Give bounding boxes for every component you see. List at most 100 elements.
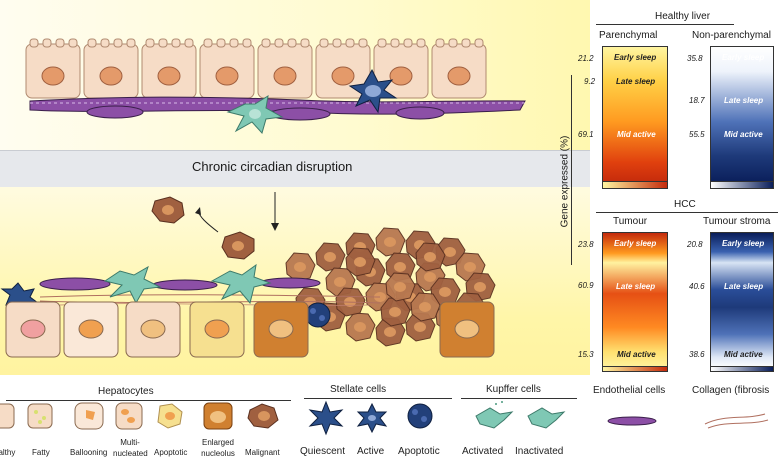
tumour-early-value: 23.8	[578, 240, 594, 249]
hepatocyte	[141, 38, 197, 99]
parenchymal-late-value: 9.2	[584, 77, 596, 86]
hepatocyte-hcc	[125, 301, 181, 358]
stroma-scale-bar	[710, 366, 774, 372]
hepatocyte	[199, 38, 255, 99]
legend-malignant-icon	[247, 403, 279, 429]
stellate-active-cells	[103, 263, 272, 305]
hepatocyte-row-hcc	[5, 301, 495, 358]
stroma-mid-label: Mid active	[724, 350, 763, 359]
stroma-early-label: Early sleep	[722, 239, 765, 248]
legend-kupffer-inactivated-icon	[527, 407, 566, 429]
nonparenchymal-late-value: 18.7	[689, 96, 705, 105]
parenchymal-late-label: Late sleep	[616, 77, 656, 86]
tumour-mid-value: 15.3	[578, 350, 594, 359]
stroma-title: Tumour stroma	[703, 216, 771, 227]
nonparenchymal-early-label: Early sleep	[722, 53, 765, 62]
hepatocyte-hcc	[63, 301, 119, 358]
disruption-arrow	[271, 192, 279, 231]
legend-enlarged-nucleolus-icon	[203, 402, 233, 430]
legend-endothelial-icon	[607, 416, 657, 426]
legend-stellate-quiescent-icon	[308, 400, 344, 436]
malignant-hepatocytes-migrating	[151, 196, 255, 260]
malignant-hepatocyte	[410, 292, 441, 322]
stroma-early-value: 20.8	[687, 240, 703, 249]
parenchymal-scale-bar	[602, 181, 668, 189]
hepatocyte	[257, 38, 313, 99]
hepatocyte	[83, 38, 139, 99]
legend-stellate-title: Stellate cells	[330, 384, 387, 395]
tumour-title: Tumour	[613, 216, 648, 227]
kupffer-cell	[348, 68, 398, 114]
legend-hepatocytes-title: Hepatocytes	[98, 386, 154, 397]
legend-fatty-label: Fatty	[32, 448, 50, 457]
tumour-heatmap	[602, 232, 668, 369]
endothelial-layer-hcc	[39, 277, 321, 291]
malignant-hepatocyte	[345, 247, 376, 277]
hepatocyte-hcc	[5, 301, 61, 358]
disruption-band	[0, 150, 590, 188]
healthy-liver-title: Healthy liver	[655, 11, 711, 22]
gene-expressed-axis-label: Gene expressed (%)	[559, 135, 571, 228]
legend-collagen-label: Collagen (fibrosis	[692, 385, 770, 396]
legend-stellate-apoptotic-icon	[407, 403, 433, 429]
hcc-title: HCC	[674, 199, 696, 210]
legend-stellate-active-label: Active	[357, 446, 385, 457]
legend-healthy-icon	[0, 403, 15, 429]
legend-multinucleated-label: Multi-nucleated	[113, 438, 148, 458]
legend-enlarged-nucleolus-label: Enlarged nucleolus	[201, 438, 235, 458]
stroma-mid-value: 38.6	[689, 350, 705, 359]
malignant-hepatocyte	[315, 242, 346, 272]
nonparenchymal-late-label: Late sleep	[724, 96, 764, 105]
hcc-underline	[596, 212, 778, 213]
legend-kupffer-line	[461, 398, 577, 399]
legend-apoptotic-label: Apoptotic	[154, 448, 188, 457]
nonparenchymal-early-value: 35.8	[687, 54, 703, 63]
legend-malignant-label: Malignant	[245, 448, 280, 457]
malignant-hepatocyte	[380, 297, 411, 327]
hepatocyte-row	[25, 38, 487, 99]
legend-stellate-apoptotic-label: Apoptotic	[398, 446, 440, 457]
y-axis-line	[571, 75, 572, 265]
legend-stellate-quiescent-label: Quiescent	[300, 446, 346, 457]
malignant-hepatocyte	[415, 242, 446, 272]
legend-kupffer-activated-label: Activated	[462, 446, 504, 457]
hepatocyte	[315, 38, 371, 99]
tumour-late-value: 60.9	[578, 281, 594, 290]
legend-ballooning-icon	[74, 402, 104, 430]
nonparenchymal-heatmap	[710, 46, 774, 184]
tumour-early-label: Early sleep	[614, 239, 657, 248]
legend-icons	[0, 400, 769, 436]
parenchymal-heatmap	[602, 46, 668, 184]
legend-endothelial-label: Endothelial cells	[593, 385, 666, 396]
healthy-underline	[596, 24, 734, 25]
stroma-heatmap	[710, 232, 774, 369]
parenchymal-mid-label: Mid active	[617, 130, 656, 139]
legend-multinucleated-icon	[115, 402, 143, 430]
stellate-quiescent-cell	[226, 94, 284, 135]
nonparenchymal-title: Non-parenchymal	[692, 30, 771, 41]
parenchymal-title: Parenchymal	[599, 30, 658, 41]
legend-kupffer-inactivated-label: Inactivated	[515, 446, 564, 457]
tumour-mid-label: Mid active	[617, 350, 656, 359]
legend-kupffer-title: Kupffer cells	[486, 384, 541, 395]
hepatocyte	[431, 38, 487, 99]
chronic-disruption-label: Chronic circadian disruption	[192, 159, 353, 174]
legend-stellate-line	[304, 398, 452, 399]
legend-kupffer-activated-icon	[475, 401, 514, 429]
malignant-hepatocyte	[375, 227, 406, 257]
stroma-late-label: Late sleep	[724, 282, 764, 291]
legend-hepatocytes-line	[6, 400, 291, 401]
legend-healthy-label: ealthy	[0, 448, 16, 457]
nonparenchymal-mid-value: 55.5	[689, 130, 705, 139]
hepatocyte-hcc	[439, 301, 495, 358]
hepatocyte-hcc	[253, 301, 309, 358]
hepatocyte	[25, 38, 81, 99]
tumour-late-label: Late sleep	[616, 282, 656, 291]
legend-apoptotic-icon	[157, 403, 183, 429]
nonparenchymal-scale-bar	[710, 181, 774, 189]
legend-collagen-icon	[704, 413, 769, 429]
hepatocyte-hcc	[189, 301, 245, 358]
malignant-hepatocyte	[345, 312, 376, 342]
stroma-late-value: 40.6	[689, 282, 705, 291]
malignant-hepatocyte	[385, 272, 416, 302]
